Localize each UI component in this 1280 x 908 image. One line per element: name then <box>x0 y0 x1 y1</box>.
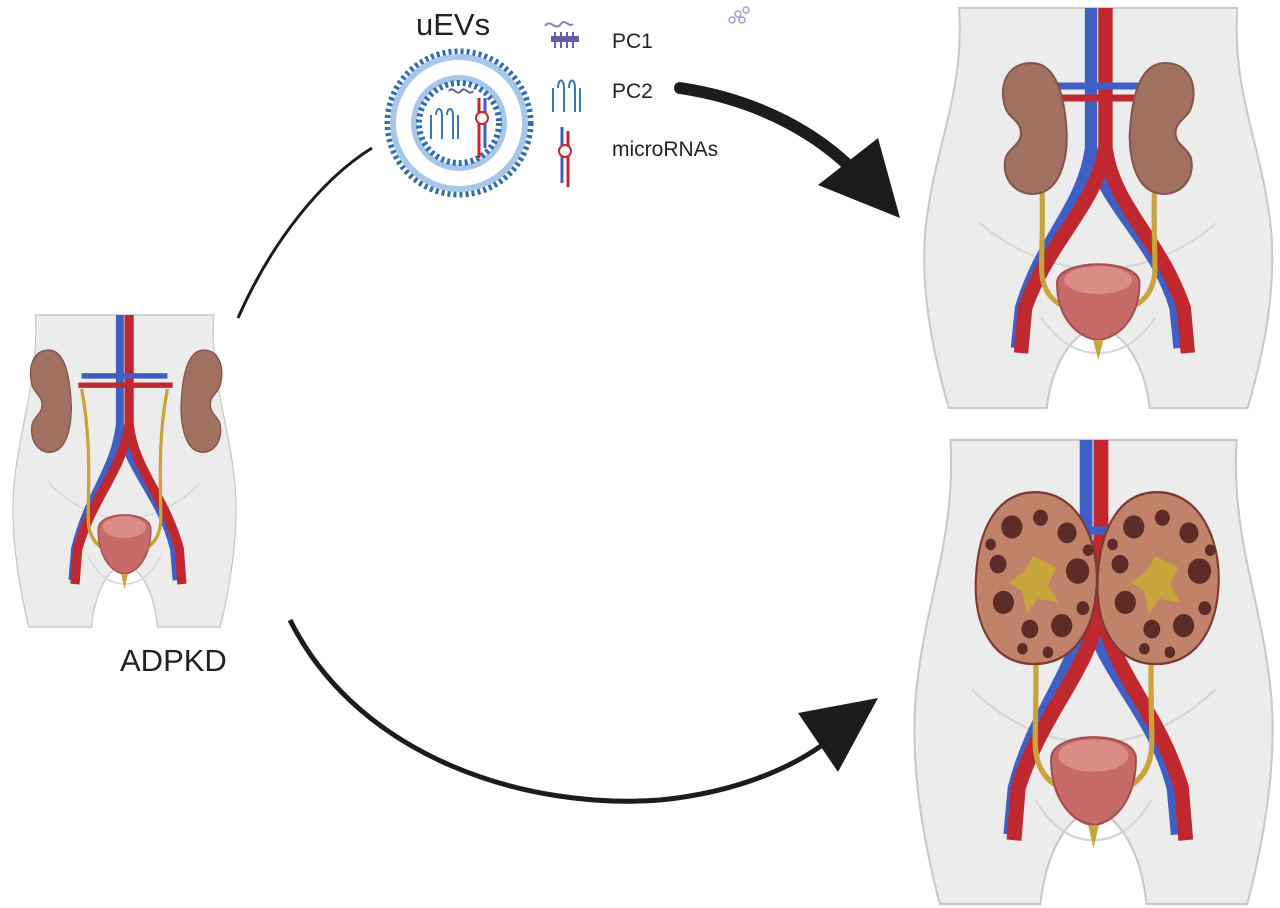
vesicle-icon <box>384 48 534 198</box>
upper-arrow-curve <box>674 82 864 181</box>
vesicle-pc2-cargo-icon <box>430 108 459 139</box>
uevs-label: uEVs <box>416 7 490 42</box>
pc1-icon <box>544 21 579 48</box>
adpkd-patient-figure <box>13 315 236 627</box>
upper-arrowhead <box>818 138 900 218</box>
adpkd-label: ADPKD <box>120 643 227 678</box>
healthy-kidneys-figure <box>924 8 1272 408</box>
vesicle-pc1-cargo-icon <box>448 88 474 94</box>
pc2-icon <box>552 79 581 112</box>
microrna-icon <box>558 127 572 187</box>
pc2-label: PC2 <box>612 80 653 103</box>
upper-connector-curve <box>236 146 373 319</box>
lower-arrow-curve <box>287 618 837 804</box>
micrornas-label: microRNAs <box>612 138 718 161</box>
pc1-label: PC1 <box>612 30 653 53</box>
polycystic-kidneys-figure <box>914 440 1272 904</box>
particles-icon <box>728 6 750 24</box>
lower-arrowhead <box>798 698 878 772</box>
vesicle-microrna-cargo-icon <box>475 98 489 158</box>
